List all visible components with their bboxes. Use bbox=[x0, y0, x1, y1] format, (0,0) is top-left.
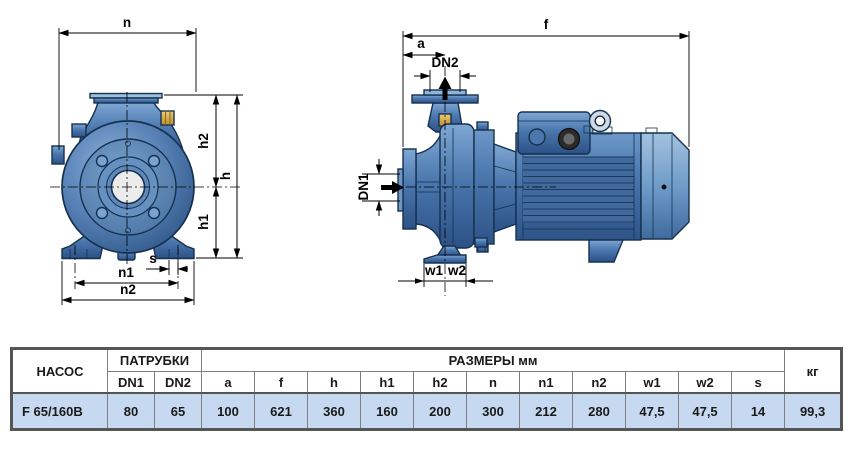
cell-h1: 160 bbox=[360, 392, 415, 430]
cell-h2: 200 bbox=[413, 392, 468, 430]
pump-side-view bbox=[388, 66, 690, 296]
terminal-box-plug bbox=[528, 128, 546, 146]
header-ports: ПАТРУБКИ bbox=[106, 348, 203, 372]
cell-weight: 99,3 bbox=[784, 392, 843, 430]
cell-f: 621 bbox=[254, 392, 309, 430]
front-cast-dot bbox=[125, 140, 132, 147]
header-dimensions: РАЗМЕРЫ мм bbox=[201, 348, 786, 372]
dim-label-n: n bbox=[123, 15, 131, 30]
header-dim-n: n bbox=[466, 371, 521, 394]
side-bracket-bolt-tip bbox=[477, 246, 486, 253]
front-bolt-hole bbox=[95, 154, 109, 168]
front-left-boss-lower bbox=[51, 145, 65, 165]
header-dim-h: h bbox=[307, 371, 362, 394]
flow-arrow-dn1 bbox=[381, 181, 404, 194]
dim-label-s: s bbox=[149, 251, 157, 266]
dim-label-dn2: DN2 bbox=[431, 55, 458, 70]
header-dim-f: f bbox=[254, 371, 309, 394]
dim-label-h2: h2 bbox=[196, 133, 211, 149]
front-discharge-flange-lower bbox=[93, 97, 159, 104]
motor-cooling-fins bbox=[523, 156, 634, 223]
dim-label-n1: n1 bbox=[118, 265, 134, 280]
header-dim-n2: n2 bbox=[572, 371, 627, 394]
cell-w1: 47,5 bbox=[625, 392, 680, 430]
dim-label-n2: n2 bbox=[120, 282, 136, 297]
header-dim-h2: h2 bbox=[413, 371, 468, 394]
header-weight: кг bbox=[784, 348, 843, 394]
header-dn1: DN1 bbox=[107, 371, 155, 394]
cell-n1: 212 bbox=[519, 392, 574, 430]
cable-gland-core bbox=[563, 133, 575, 145]
side-suction-cone bbox=[415, 128, 444, 248]
header-dn2: DN2 bbox=[153, 371, 203, 394]
front-brass-plug bbox=[160, 110, 175, 126]
dim-label-dn1: DN1 bbox=[356, 173, 371, 200]
cell-n2: 280 bbox=[572, 392, 627, 430]
dimensional-drawing: n h2 h h1 s n1 n2 bbox=[50, 15, 690, 305]
pump-front-view bbox=[50, 92, 243, 264]
header-dim-w1: w1 bbox=[625, 371, 680, 394]
header-dim-n1: n1 bbox=[519, 371, 574, 394]
dim-label-h1: h1 bbox=[196, 214, 211, 230]
dim-label-h: h bbox=[218, 172, 233, 180]
cell-a: 100 bbox=[201, 392, 256, 430]
table-row: F 65/160B 80 65 100 621 360 160 200 300 … bbox=[11, 392, 843, 430]
side-suction-flange bbox=[402, 148, 417, 230]
cell-dn1: 80 bbox=[107, 392, 155, 430]
dim-label-w1: w1 bbox=[424, 263, 444, 278]
dimensions-table: НАСОС ПАТРУБКИ РАЗМЕРЫ мм кг DN1 DN2 a f… bbox=[10, 347, 844, 431]
header-dim-h1: h1 bbox=[360, 371, 415, 394]
fan-cover-handle bbox=[645, 127, 658, 134]
side-bearing-bracket bbox=[493, 143, 517, 233]
motor-terminal-box bbox=[517, 111, 591, 155]
front-view-dimensions: n h2 h h1 s n1 n2 bbox=[58, 15, 243, 305]
front-cast-dot bbox=[125, 227, 132, 234]
cell-model: F 65/160B bbox=[11, 392, 108, 430]
side-bracket-bolt bbox=[474, 237, 488, 248]
front-left-boss-upper bbox=[71, 123, 87, 138]
front-bolt-hole bbox=[147, 154, 161, 168]
fan-cover-dot bbox=[661, 184, 667, 190]
cell-s: 14 bbox=[731, 392, 786, 430]
header-dim-a: a bbox=[201, 371, 256, 394]
cell-h: 360 bbox=[307, 392, 362, 430]
motor-foot bbox=[588, 239, 625, 263]
flow-arrow-dn2 bbox=[438, 76, 452, 100]
dim-label-f: f bbox=[544, 17, 549, 32]
front-bolt-hole bbox=[147, 206, 161, 220]
header-pump: НАСОС bbox=[11, 348, 108, 394]
dim-label-w2: w2 bbox=[447, 263, 466, 278]
cell-w2: 47,5 bbox=[678, 392, 733, 430]
front-bolt-hole bbox=[95, 206, 109, 220]
lifting-eye-hole bbox=[594, 115, 606, 127]
header-dim-s: s bbox=[731, 371, 786, 394]
cell-dn2: 65 bbox=[153, 392, 203, 430]
header-dim-w2: w2 bbox=[678, 371, 733, 394]
dim-label-a: a bbox=[417, 36, 425, 51]
side-view-dimensions: f a DN2 DN1 w1 w2 bbox=[356, 17, 690, 287]
cell-n: 300 bbox=[466, 392, 521, 430]
